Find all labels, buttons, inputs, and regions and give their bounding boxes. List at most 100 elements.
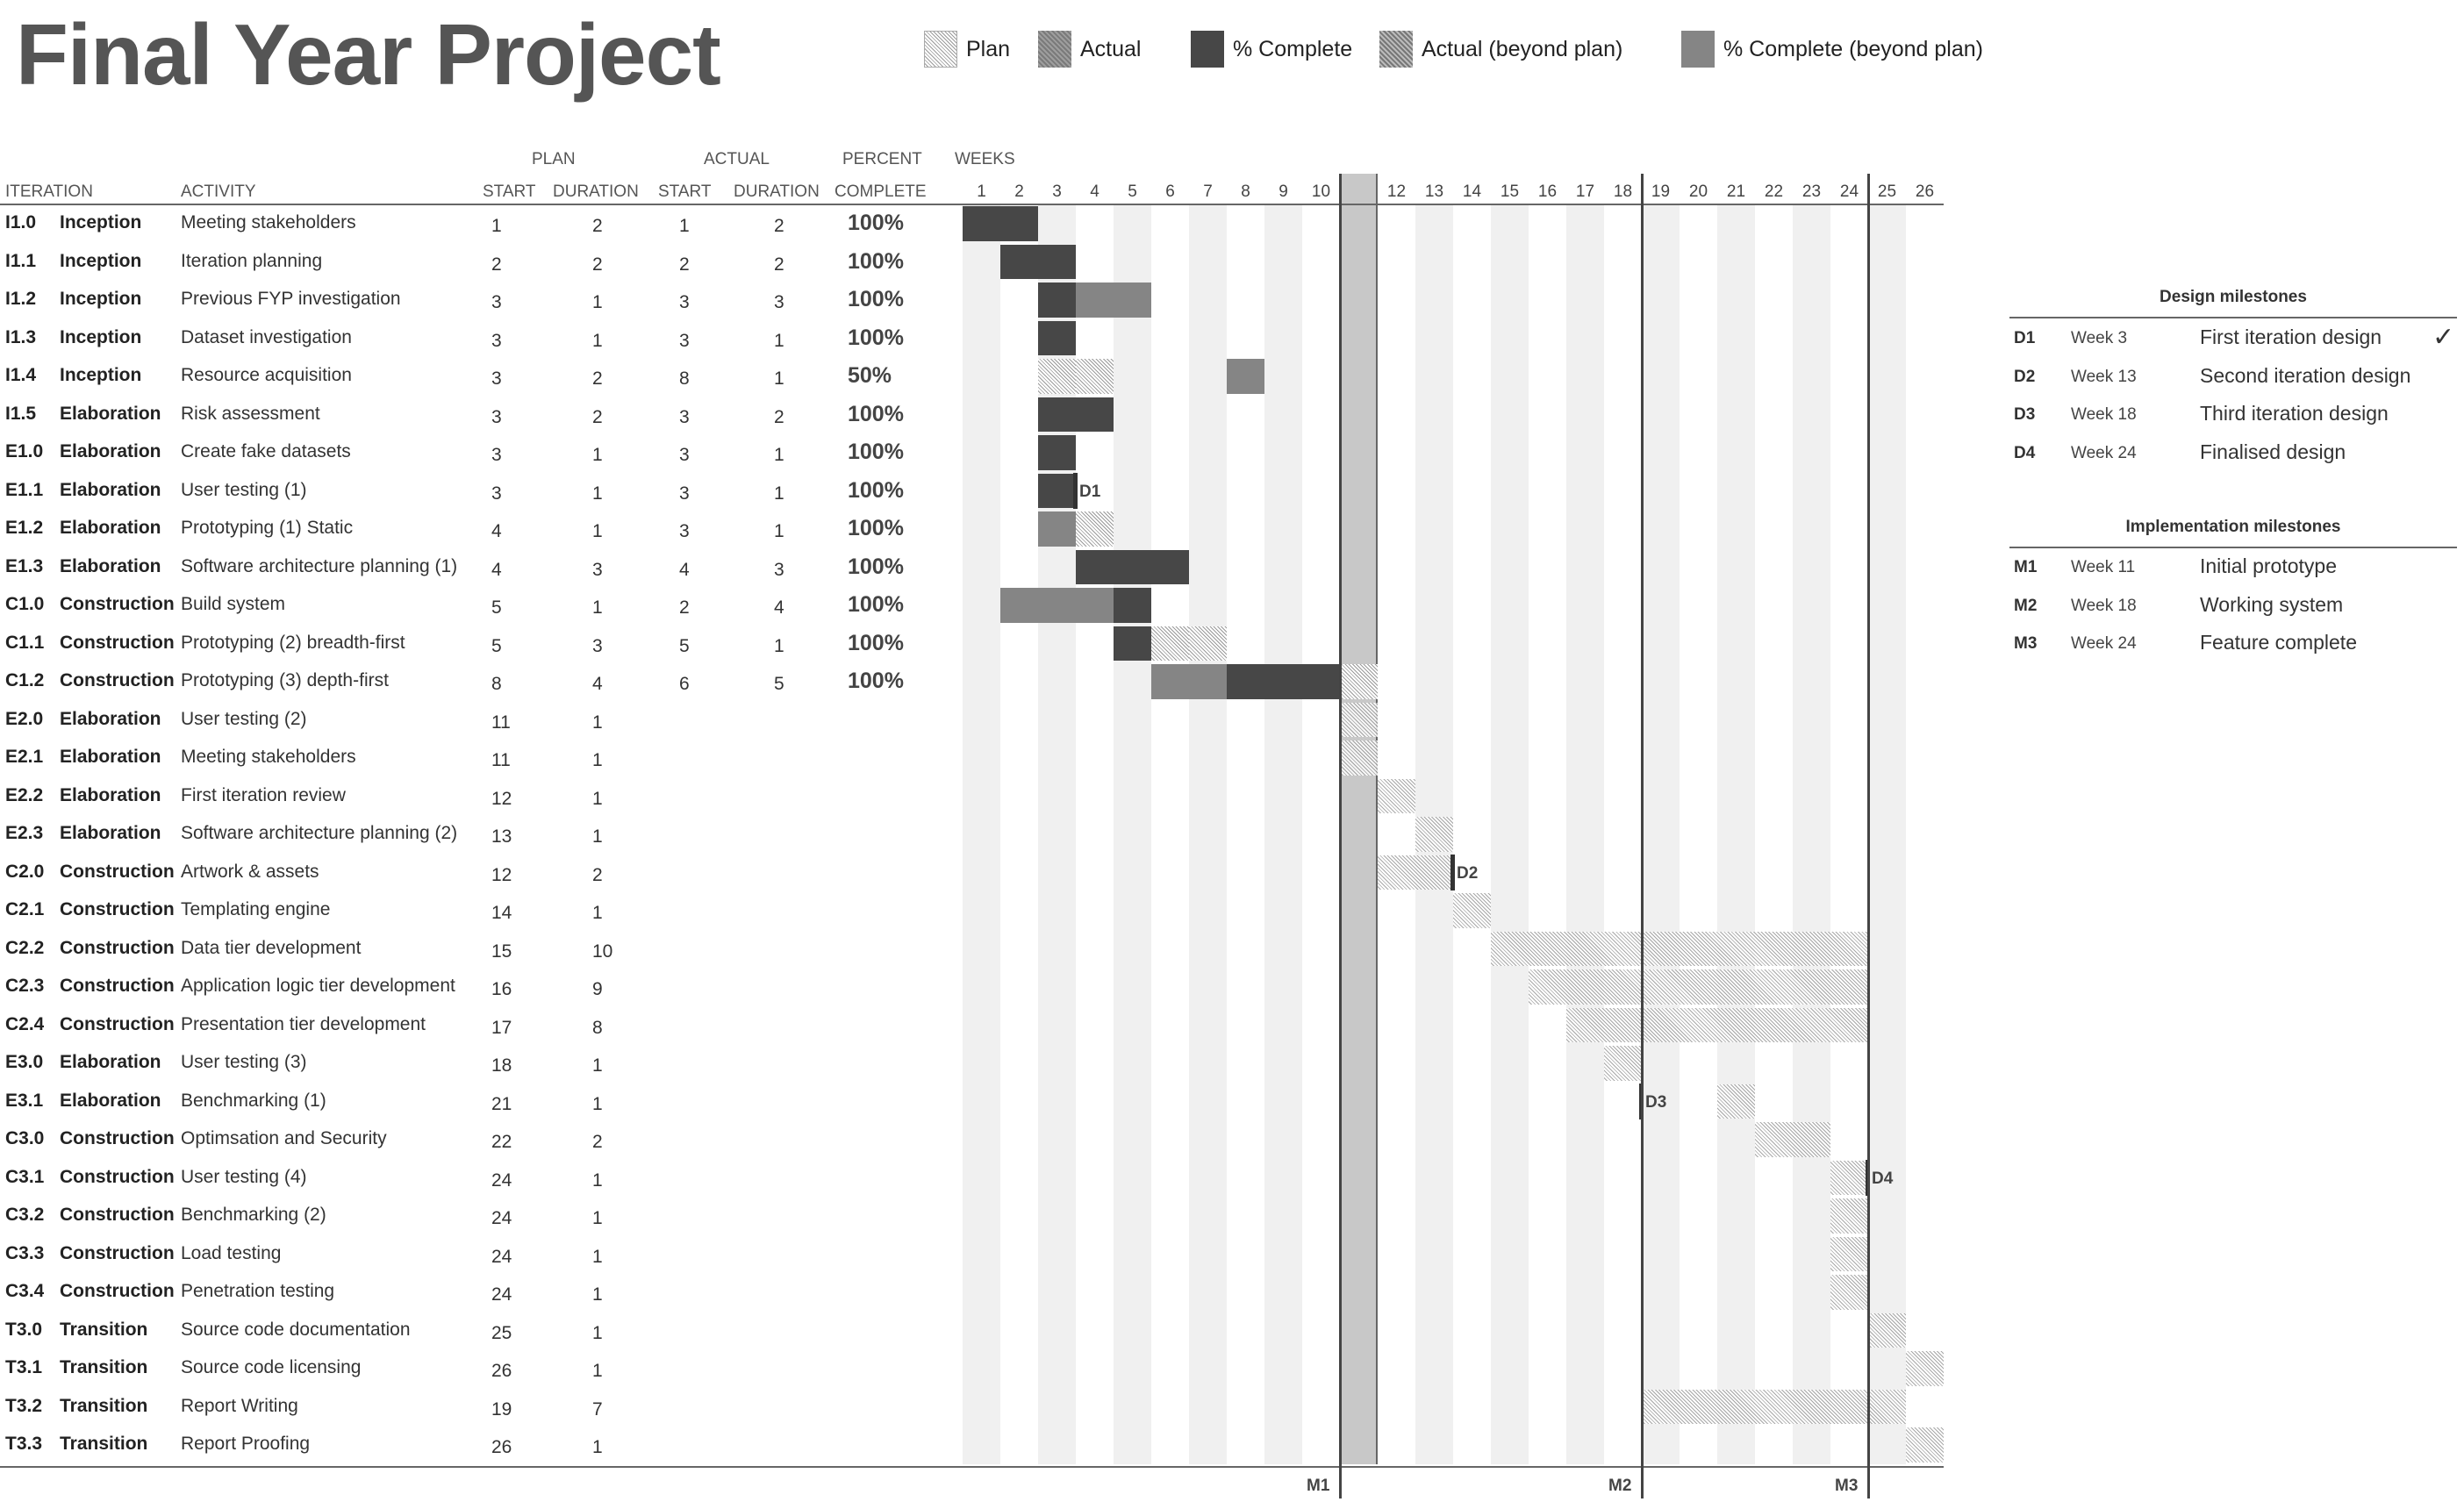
row-id: T3.3 (5, 1434, 43, 1454)
complete-swatch (1191, 31, 1224, 68)
row-percent-complete: 100% (848, 554, 904, 579)
row-id: E1.2 (5, 518, 44, 538)
header-activity: ACTIVITY (181, 182, 256, 201)
week-number: 22 (1764, 182, 1784, 201)
row-phase: Transition (60, 1319, 148, 1340)
plan-bar (1830, 1198, 1868, 1234)
row-plan-duration: 3 (592, 635, 603, 656)
row-plan-start: 13 (491, 826, 512, 847)
check-icon: ✓ (2432, 323, 2455, 352)
row-id: I1.4 (5, 365, 37, 385)
week-stripe (1642, 204, 1680, 1464)
week-number: 26 (1915, 182, 1935, 201)
plan-bar (1378, 778, 1415, 813)
plan-bar (1529, 969, 1868, 1005)
week-number: 10 (1311, 182, 1331, 201)
complete-bar (1038, 473, 1076, 508)
row-plan-duration: 2 (592, 864, 603, 885)
complete-bar (1114, 588, 1151, 623)
week-number: 1 (977, 182, 986, 201)
row-actual-duration: 3 (774, 292, 784, 312)
implementation-milestones-divider (2009, 547, 2457, 548)
milestone-week: Week 24 (2071, 443, 2137, 462)
row-actual-start: 5 (679, 635, 690, 656)
row-percent-complete: 100% (848, 630, 904, 655)
legend-item-plan: Plan (924, 30, 1010, 68)
row-plan-start: 11 (491, 712, 511, 733)
complete-bar (963, 206, 1000, 241)
row-plan-duration: 2 (592, 1132, 603, 1152)
row-plan-duration: 1 (592, 1437, 603, 1457)
row-plan-duration: 9 (592, 979, 603, 999)
row-plan-start: 26 (491, 1437, 512, 1457)
row-plan-duration: 1 (592, 1208, 603, 1228)
plan-bar (1038, 359, 1076, 394)
row-activity: Iteration planning (181, 250, 323, 271)
row-percent-complete: 100% (848, 440, 904, 464)
design-milestones-title: Design milestones (2160, 288, 2307, 306)
plan-bar (1906, 1351, 1944, 1386)
row-actual-duration: 1 (774, 635, 784, 656)
week-stripe (1793, 204, 1830, 1464)
row-phase: Elaboration (60, 823, 161, 843)
week-number: 15 (1500, 182, 1520, 201)
week-number: 25 (1877, 182, 1897, 201)
header-actual-start: START (658, 182, 712, 201)
week-number: 2 (1014, 182, 1024, 201)
row-id: C1.0 (5, 594, 45, 614)
row-plan-start: 24 (491, 1208, 512, 1228)
week-number: 19 (1651, 182, 1671, 201)
row-activity: User testing (1) (181, 479, 307, 500)
row-percent-complete: 100% (848, 287, 904, 311)
row-id: E2.1 (5, 747, 44, 767)
row-activity: Source code documentation (181, 1319, 411, 1340)
row-phase: Construction (60, 670, 175, 690)
complete-bar (1038, 320, 1076, 355)
legend-label: % Complete (1233, 36, 1353, 61)
row-id: C2.0 (5, 861, 45, 882)
row-activity: Presentation tier development (181, 1013, 426, 1034)
row-plan-start: 8 (491, 674, 502, 694)
complete-beyond-plan-bar (1076, 588, 1114, 623)
header-weeks: WEEKS (955, 150, 1015, 168)
row-plan-start: 12 (491, 788, 512, 809)
row-phase: Transition (60, 1434, 148, 1454)
row-phase: Transition (60, 1357, 148, 1377)
complete-bar (1114, 549, 1151, 584)
row-id: C2.1 (5, 899, 45, 919)
header-divider (0, 204, 1944, 205)
row-activity: Risk assessment (181, 403, 320, 424)
row-actual-duration: 2 (774, 254, 784, 275)
row-plan-duration: 1 (592, 483, 603, 504)
row-activity: Create fake datasets (181, 441, 351, 461)
row-percent-complete: 100% (848, 248, 904, 274)
row-actual-start: 2 (679, 597, 690, 618)
row-plan-duration: 2 (592, 216, 603, 236)
legend-label: % Complete (beyond plan) (1723, 36, 1983, 61)
plan-bar (1566, 1007, 1868, 1042)
header-plan: PLAN (532, 150, 576, 168)
milestone-week: Week 24 (2071, 634, 2137, 653)
row-activity: Templating engine (181, 899, 331, 919)
row-plan-duration: 1 (592, 1246, 603, 1267)
legend-label: Actual (1080, 36, 1142, 61)
milestone-name: Feature complete (2200, 631, 2357, 654)
plan-bar (1340, 702, 1378, 737)
row-phase: Elaboration (60, 479, 161, 500)
row-plan-start: 19 (491, 1398, 512, 1420)
row-plan-start: 3 (491, 292, 502, 312)
row-phase: Elaboration (60, 708, 161, 729)
row-phase: Inception (60, 289, 142, 309)
milestone-week: Week 18 (2071, 405, 2137, 424)
row-id: I1.0 (5, 212, 37, 232)
row-actual-start: 8 (679, 368, 690, 389)
row-actual-start: 2 (679, 254, 690, 275)
row-activity: Resource acquisition (181, 365, 352, 385)
complete-beyond-plan-bar (1189, 664, 1227, 699)
row-id: C2.4 (5, 1013, 45, 1034)
row-phase: Inception (60, 326, 142, 347)
week-number: 13 (1424, 182, 1444, 201)
row-plan-duration: 1 (592, 1284, 603, 1305)
row-plan-duration: 7 (592, 1398, 603, 1420)
row-phase: Construction (60, 1281, 175, 1301)
